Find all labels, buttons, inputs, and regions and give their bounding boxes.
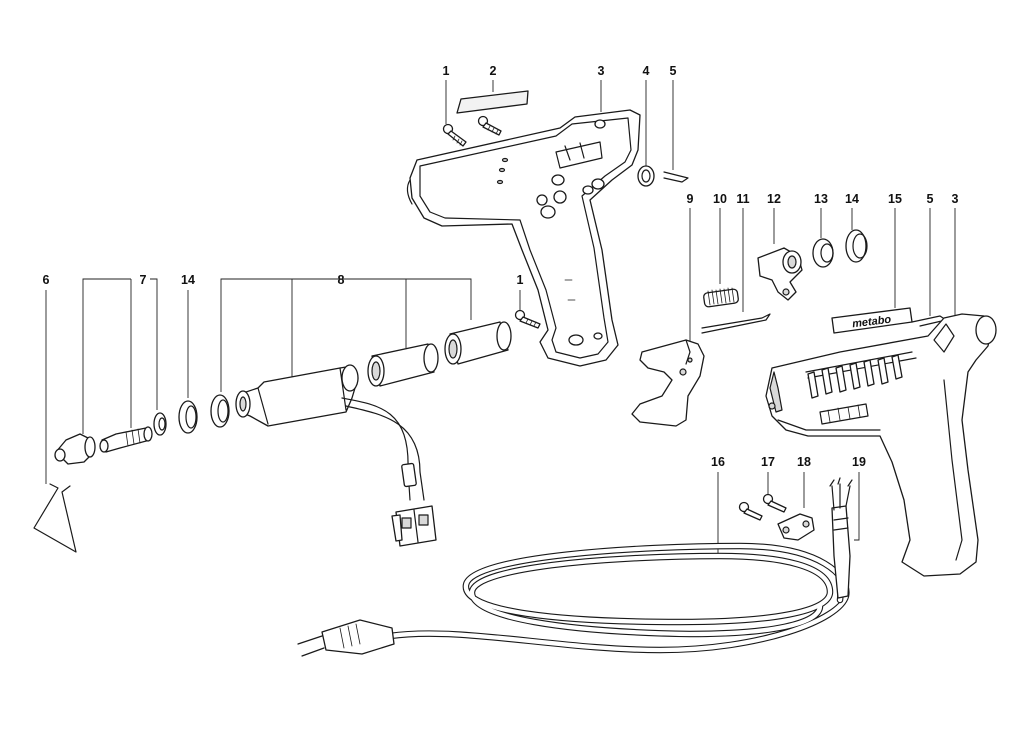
part-label-1-top: 1: [443, 64, 450, 78]
part-label-14-right: 14: [845, 192, 859, 206]
cord-bend-protector: [829, 477, 853, 599]
part-label-15: 15: [888, 192, 902, 206]
mains-plug: [297, 619, 395, 657]
trigger: [631, 339, 705, 427]
label-strip: [456, 90, 529, 114]
leader-lines: [45, 80, 956, 556]
part-label-2: 2: [490, 64, 497, 78]
part-labels: 1 2 3 4 5 9 10 11 12 13 14 15 5 3 6 7 14…: [43, 64, 959, 469]
part-label-12: 12: [767, 192, 781, 206]
cable-clamp: [777, 513, 815, 541]
part-label-19: 19: [852, 455, 866, 469]
nozzle: [54, 433, 96, 465]
part-label-1-mid: 1: [517, 273, 524, 287]
valve-body: [757, 247, 803, 301]
part-label-14-left: 14: [181, 273, 195, 287]
valve-insert: [99, 426, 153, 453]
screw-top-left: [442, 123, 467, 147]
part-label-10: 10: [713, 192, 727, 206]
brand-label: metabo: [831, 307, 913, 334]
power-cord: [386, 542, 850, 654]
heating-element: [235, 364, 359, 427]
sleeve-ring-right: [845, 229, 868, 263]
glue-gun-housing-assembled: [765, 313, 997, 577]
part-label-13: 13: [814, 192, 828, 206]
part-label-8: 8: [338, 273, 345, 287]
part-label-18: 18: [797, 455, 811, 469]
part-label-3-top: 3: [598, 64, 605, 78]
seal-ring: [812, 238, 834, 268]
coil-spring: [703, 287, 739, 308]
screw-top-right: [477, 115, 502, 136]
heater-ring-front: [210, 394, 230, 428]
connector-plug: [391, 505, 437, 547]
clip-spring-top: [663, 171, 689, 183]
sleeve-ring-left: [178, 400, 198, 434]
part-label-5-top: 5: [670, 64, 677, 78]
part-label-3-right: 3: [952, 192, 959, 206]
part-label-7: 7: [140, 273, 147, 287]
wire-spring: [701, 313, 771, 334]
screw-strain-relief-a: [762, 493, 787, 513]
screw-strain-relief-b: [738, 501, 763, 521]
housing-half-left: [406, 109, 641, 367]
heater-wires: [341, 397, 425, 501]
part-label-5-right: 5: [927, 192, 934, 206]
part-label-6: 6: [43, 273, 50, 287]
insulation-sleeve-2: [444, 321, 512, 365]
part-label-4: 4: [643, 64, 650, 78]
brand-logo-text: metabo: [851, 314, 892, 331]
small-ring: [153, 412, 167, 436]
screw-mid: [514, 309, 541, 329]
part-label-16: 16: [711, 455, 725, 469]
part-label-17: 17: [761, 455, 775, 469]
part-label-9: 9: [687, 192, 694, 206]
clip-spring-right: [911, 315, 947, 327]
washer: [637, 165, 655, 187]
part-label-11: 11: [736, 192, 749, 206]
insulation-sleeve-1: [367, 343, 439, 387]
wire-stand: [33, 483, 77, 553]
